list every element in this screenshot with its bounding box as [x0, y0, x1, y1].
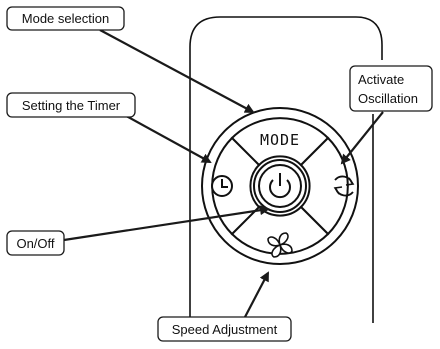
button-cluster: MODE: [201, 107, 359, 265]
callout-activate-oscillation: Activate Oscillation: [349, 65, 433, 112]
timer-button[interactable]: [211, 136, 261, 236]
callout-setting-timer: Setting the Timer: [6, 92, 136, 118]
callout-box: [6, 6, 125, 31]
callout-text-setting-timer: Setting the Timer: [22, 98, 121, 113]
power-icon: [269, 173, 291, 199]
callout-on-off: On/Off: [6, 230, 65, 256]
mode-button[interactable]: [230, 117, 330, 167]
callout-speed-adjustment: Speed Adjustment: [157, 316, 292, 342]
leader-oscillation: [340, 111, 384, 165]
remote-body: [189, 16, 383, 323]
callout-text-oscillation: Oscillation: [358, 91, 418, 106]
callout-box: [349, 65, 433, 112]
clock-icon: [211, 175, 233, 197]
callout-text-on-off: On/Off: [16, 236, 54, 251]
callout-box: [6, 230, 65, 256]
speed-button[interactable]: [230, 205, 330, 255]
leader-timer: [118, 111, 212, 163]
callout-text-mode-selection: Mode selection: [22, 11, 109, 26]
leader-mode: [99, 29, 255, 113]
callout-text-speed-adjustment: Speed Adjustment: [172, 322, 278, 337]
callout-box: [157, 316, 292, 342]
callout-mode-selection: Mode selection: [6, 6, 125, 31]
mode-button-label: MODE: [260, 131, 300, 149]
fan-icon: [267, 232, 293, 258]
rotate-arrows-icon: [333, 175, 355, 197]
leader-speed: [244, 271, 269, 318]
leader-onoff: [63, 205, 270, 242]
leader-lines: [63, 29, 384, 318]
callout-text-activate: Activate: [358, 72, 404, 87]
callout-box: [6, 92, 136, 118]
